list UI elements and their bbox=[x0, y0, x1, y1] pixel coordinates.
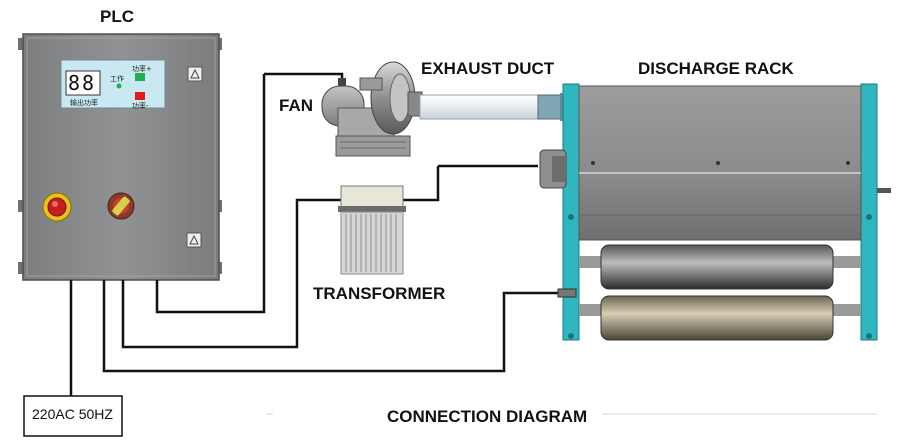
power-supply-label: 220AC 50HZ bbox=[32, 406, 113, 422]
fan-label: FAN bbox=[279, 96, 313, 115]
plc-label: PLC bbox=[100, 7, 134, 26]
control-display-panel bbox=[60, 59, 166, 109]
discharge-rack bbox=[539, 83, 891, 341]
power-up-label: 功率+ bbox=[132, 65, 152, 73]
work-indicator-led bbox=[116, 83, 122, 89]
power-down-label: 功率- bbox=[132, 102, 149, 110]
power-digit-display: 88 bbox=[68, 71, 97, 95]
wire-plc-transformer bbox=[121, 166, 440, 349]
rotary-switch-icon bbox=[107, 192, 135, 220]
wire-plc-fan bbox=[155, 74, 266, 314]
work-label: 工作 bbox=[110, 75, 124, 83]
output-power-label: 输出功率 bbox=[70, 99, 98, 107]
power-supply-box bbox=[23, 395, 123, 437]
emergency-stop-icon bbox=[42, 192, 72, 222]
cabinet-lock-icon-bottom bbox=[186, 232, 202, 248]
diagram-caption: CONNECTION DIAGRAM bbox=[387, 407, 588, 426]
transformer-label: TRANSFORMER bbox=[313, 284, 446, 303]
wiring bbox=[69, 72, 559, 396]
exhaust-duct bbox=[419, 93, 568, 121]
wire-plc-rack bbox=[102, 280, 559, 373]
exhaust-duct-label: EXHAUST DUCT bbox=[421, 59, 555, 78]
transformer-unit bbox=[338, 185, 406, 275]
fan-blower bbox=[321, 61, 423, 157]
cabinet-lock-icon-top bbox=[187, 66, 203, 82]
power-down-button bbox=[135, 92, 145, 100]
discharge-rack-label: DISCHARGE RACK bbox=[638, 59, 794, 78]
power-up-button bbox=[135, 73, 145, 81]
